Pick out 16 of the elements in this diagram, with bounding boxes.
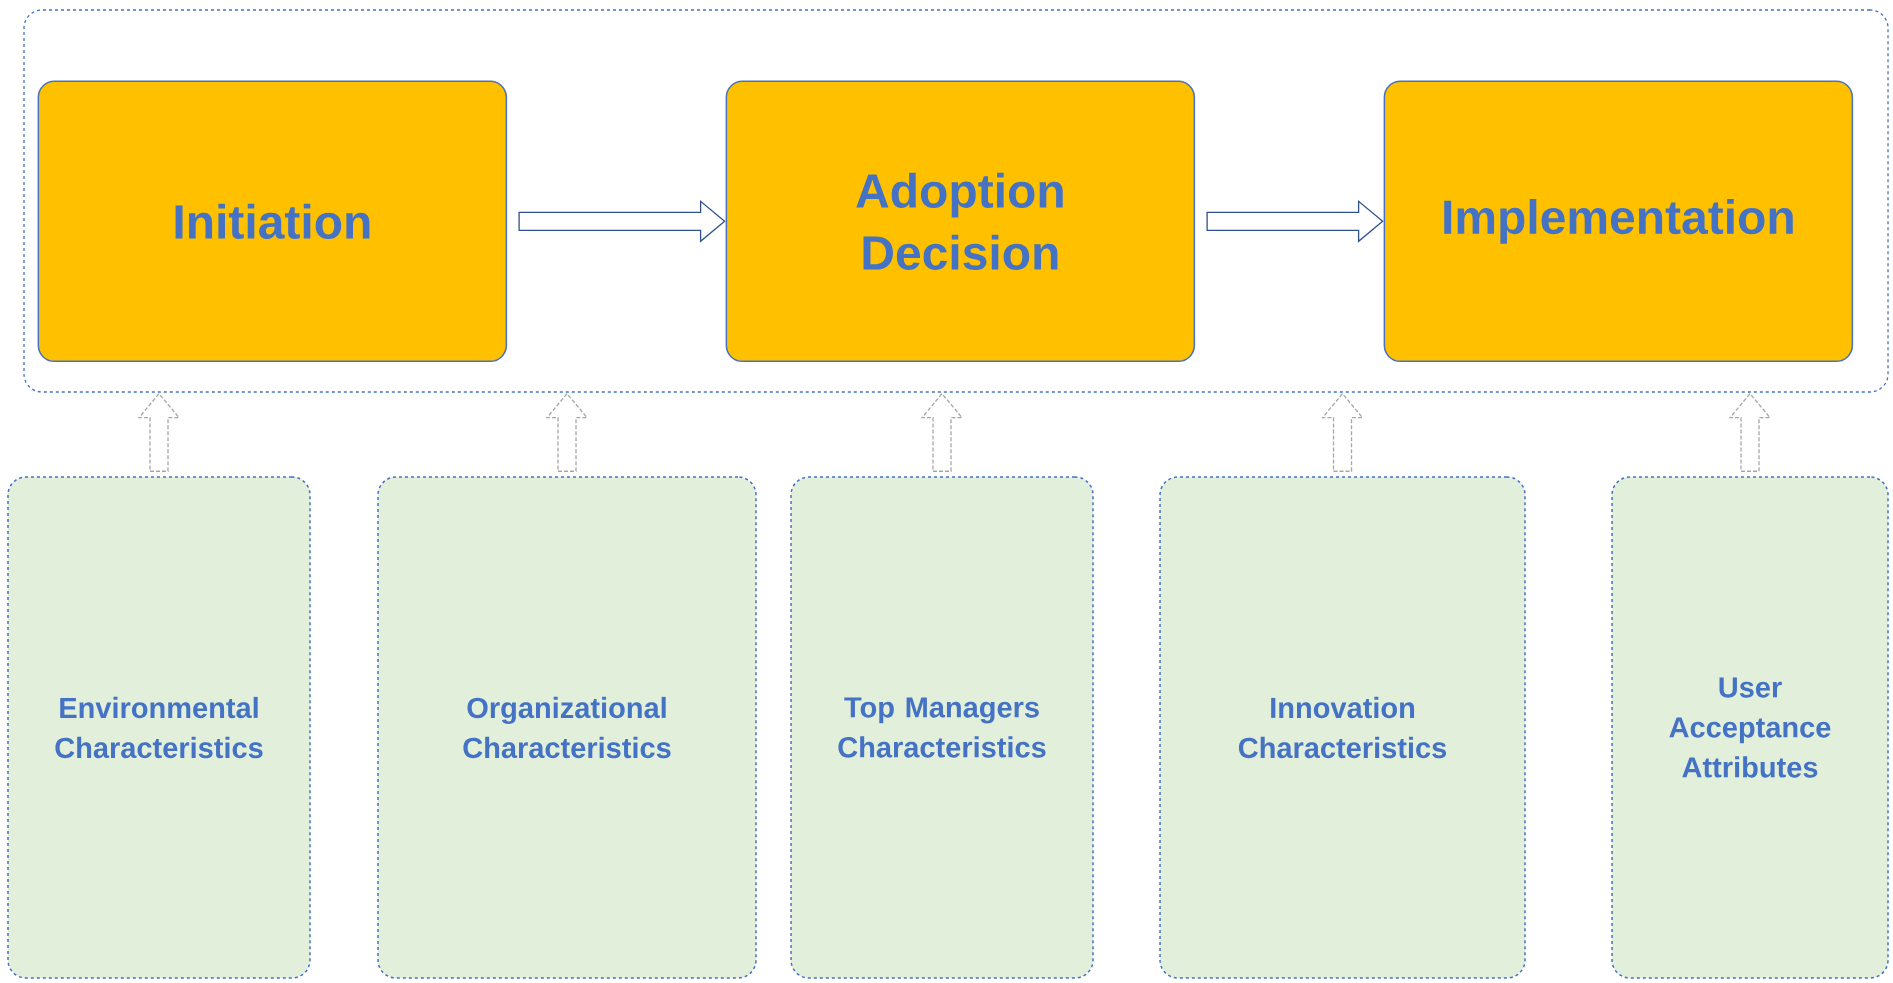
block-arrow — [920, 392, 964, 472]
stage-box: Adoption Decision — [725, 80, 1196, 363]
factor-box: Environmental Characteristics — [7, 476, 311, 979]
block-arrow — [545, 392, 589, 472]
stage-box: Initiation — [37, 80, 508, 363]
factor-box: Top Managers Characteristics — [790, 476, 1094, 979]
factor-box: Innovation Characteristics — [1159, 476, 1526, 979]
block-arrow — [1321, 392, 1364, 472]
factor-box: Organizational Characteristics — [377, 476, 757, 979]
block-arrow — [1206, 199, 1384, 243]
stage-box: Implementation — [1383, 80, 1854, 363]
dashed-container — [23, 9, 1889, 393]
factor-box: User Acceptance Attributes — [1611, 476, 1889, 979]
block-arrow — [518, 199, 726, 243]
block-arrow — [137, 392, 181, 472]
block-arrow — [1728, 392, 1772, 472]
